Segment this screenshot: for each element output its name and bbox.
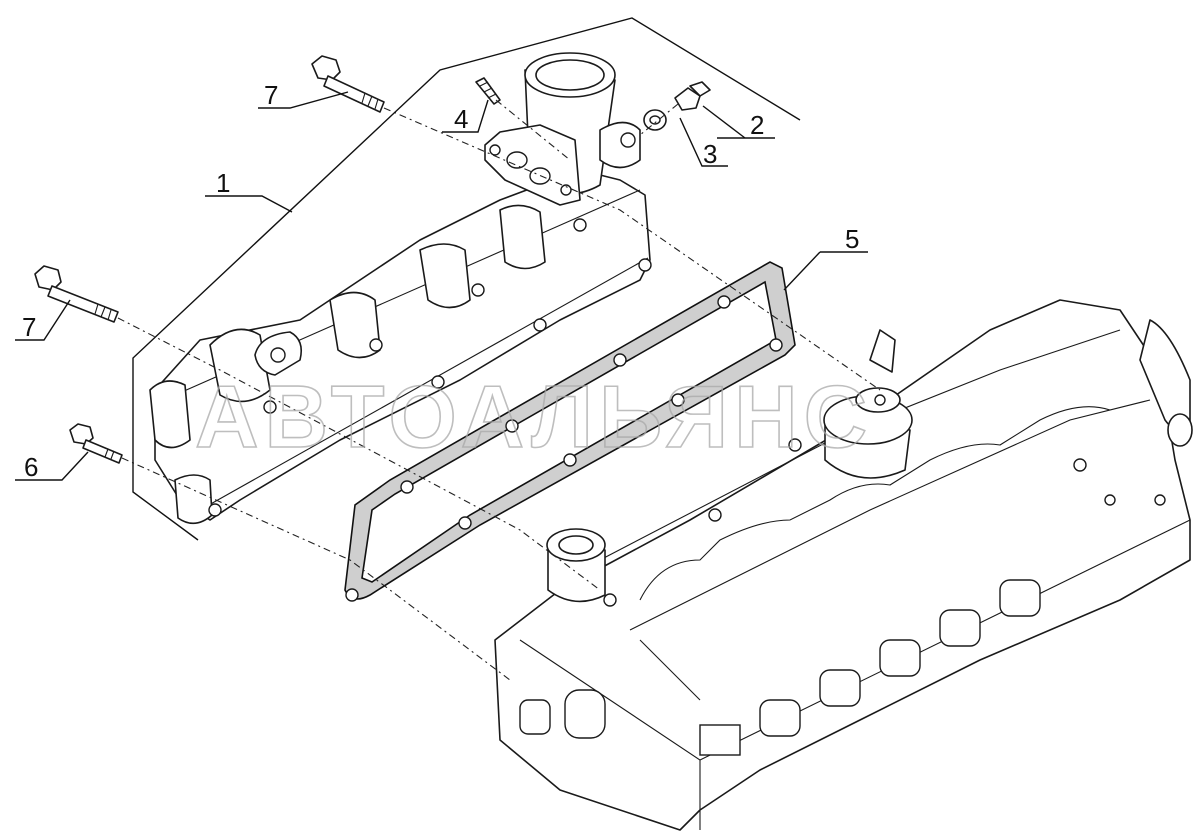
alignment-lines (117, 99, 881, 681)
bolt-7-lower (34, 265, 119, 323)
callout-3: 3 (703, 139, 717, 169)
filler-neck (546, 528, 606, 603)
sensor-2 (674, 81, 711, 111)
cylinder-head (494, 299, 1193, 831)
callout-5: 5 (845, 224, 859, 254)
stud-4 (475, 77, 501, 105)
callout-4: 4 (454, 104, 468, 134)
callout-7-upper: 7 (264, 80, 278, 110)
bolt-7-upper (311, 55, 385, 113)
callout-leaders (15, 91, 868, 481)
intake-manifold (149, 52, 652, 525)
inlet-neck (484, 52, 641, 206)
breather-cap (823, 329, 913, 479)
washer-3 (643, 109, 667, 131)
callout-6: 6 (24, 452, 38, 482)
bolt-6 (69, 423, 123, 464)
callout-labels: 1 2 3 4 5 6 7 7 (22, 80, 859, 482)
callout-2: 2 (750, 110, 764, 140)
callout-7-lower: 7 (22, 312, 36, 342)
callout-1: 1 (216, 168, 230, 198)
manifold-gasket (344, 261, 796, 602)
assembly-bracket (132, 17, 801, 541)
watermark: АВТОАЛЬЯНС (195, 367, 873, 466)
